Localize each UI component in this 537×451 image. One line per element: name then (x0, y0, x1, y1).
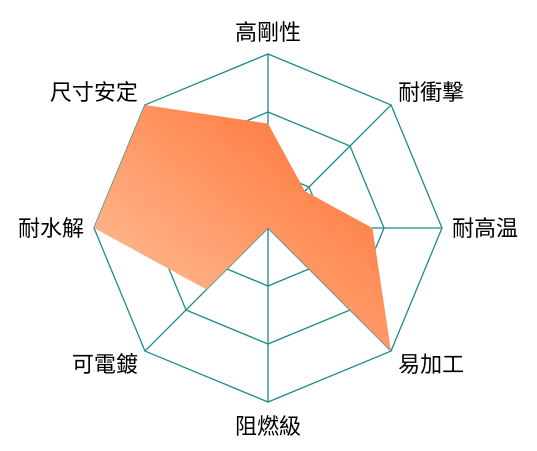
axis-label-5: 可電鍍 (72, 353, 138, 378)
axis-label-1: 耐衝撃 (398, 81, 464, 106)
spoke-5 (144, 227, 269, 352)
axis-label-0: 高剛性 (235, 21, 301, 46)
axis-label-7: 尺寸安定 (50, 81, 138, 106)
radar-series (94, 104, 392, 352)
axis-label-4: 阻燃級 (235, 415, 301, 440)
axis-label-3: 易加工 (398, 353, 464, 378)
axis-label-6: 耐水解 (18, 217, 84, 242)
series-area-0 (94, 104, 392, 352)
axis-label-2: 耐高温 (452, 217, 518, 242)
